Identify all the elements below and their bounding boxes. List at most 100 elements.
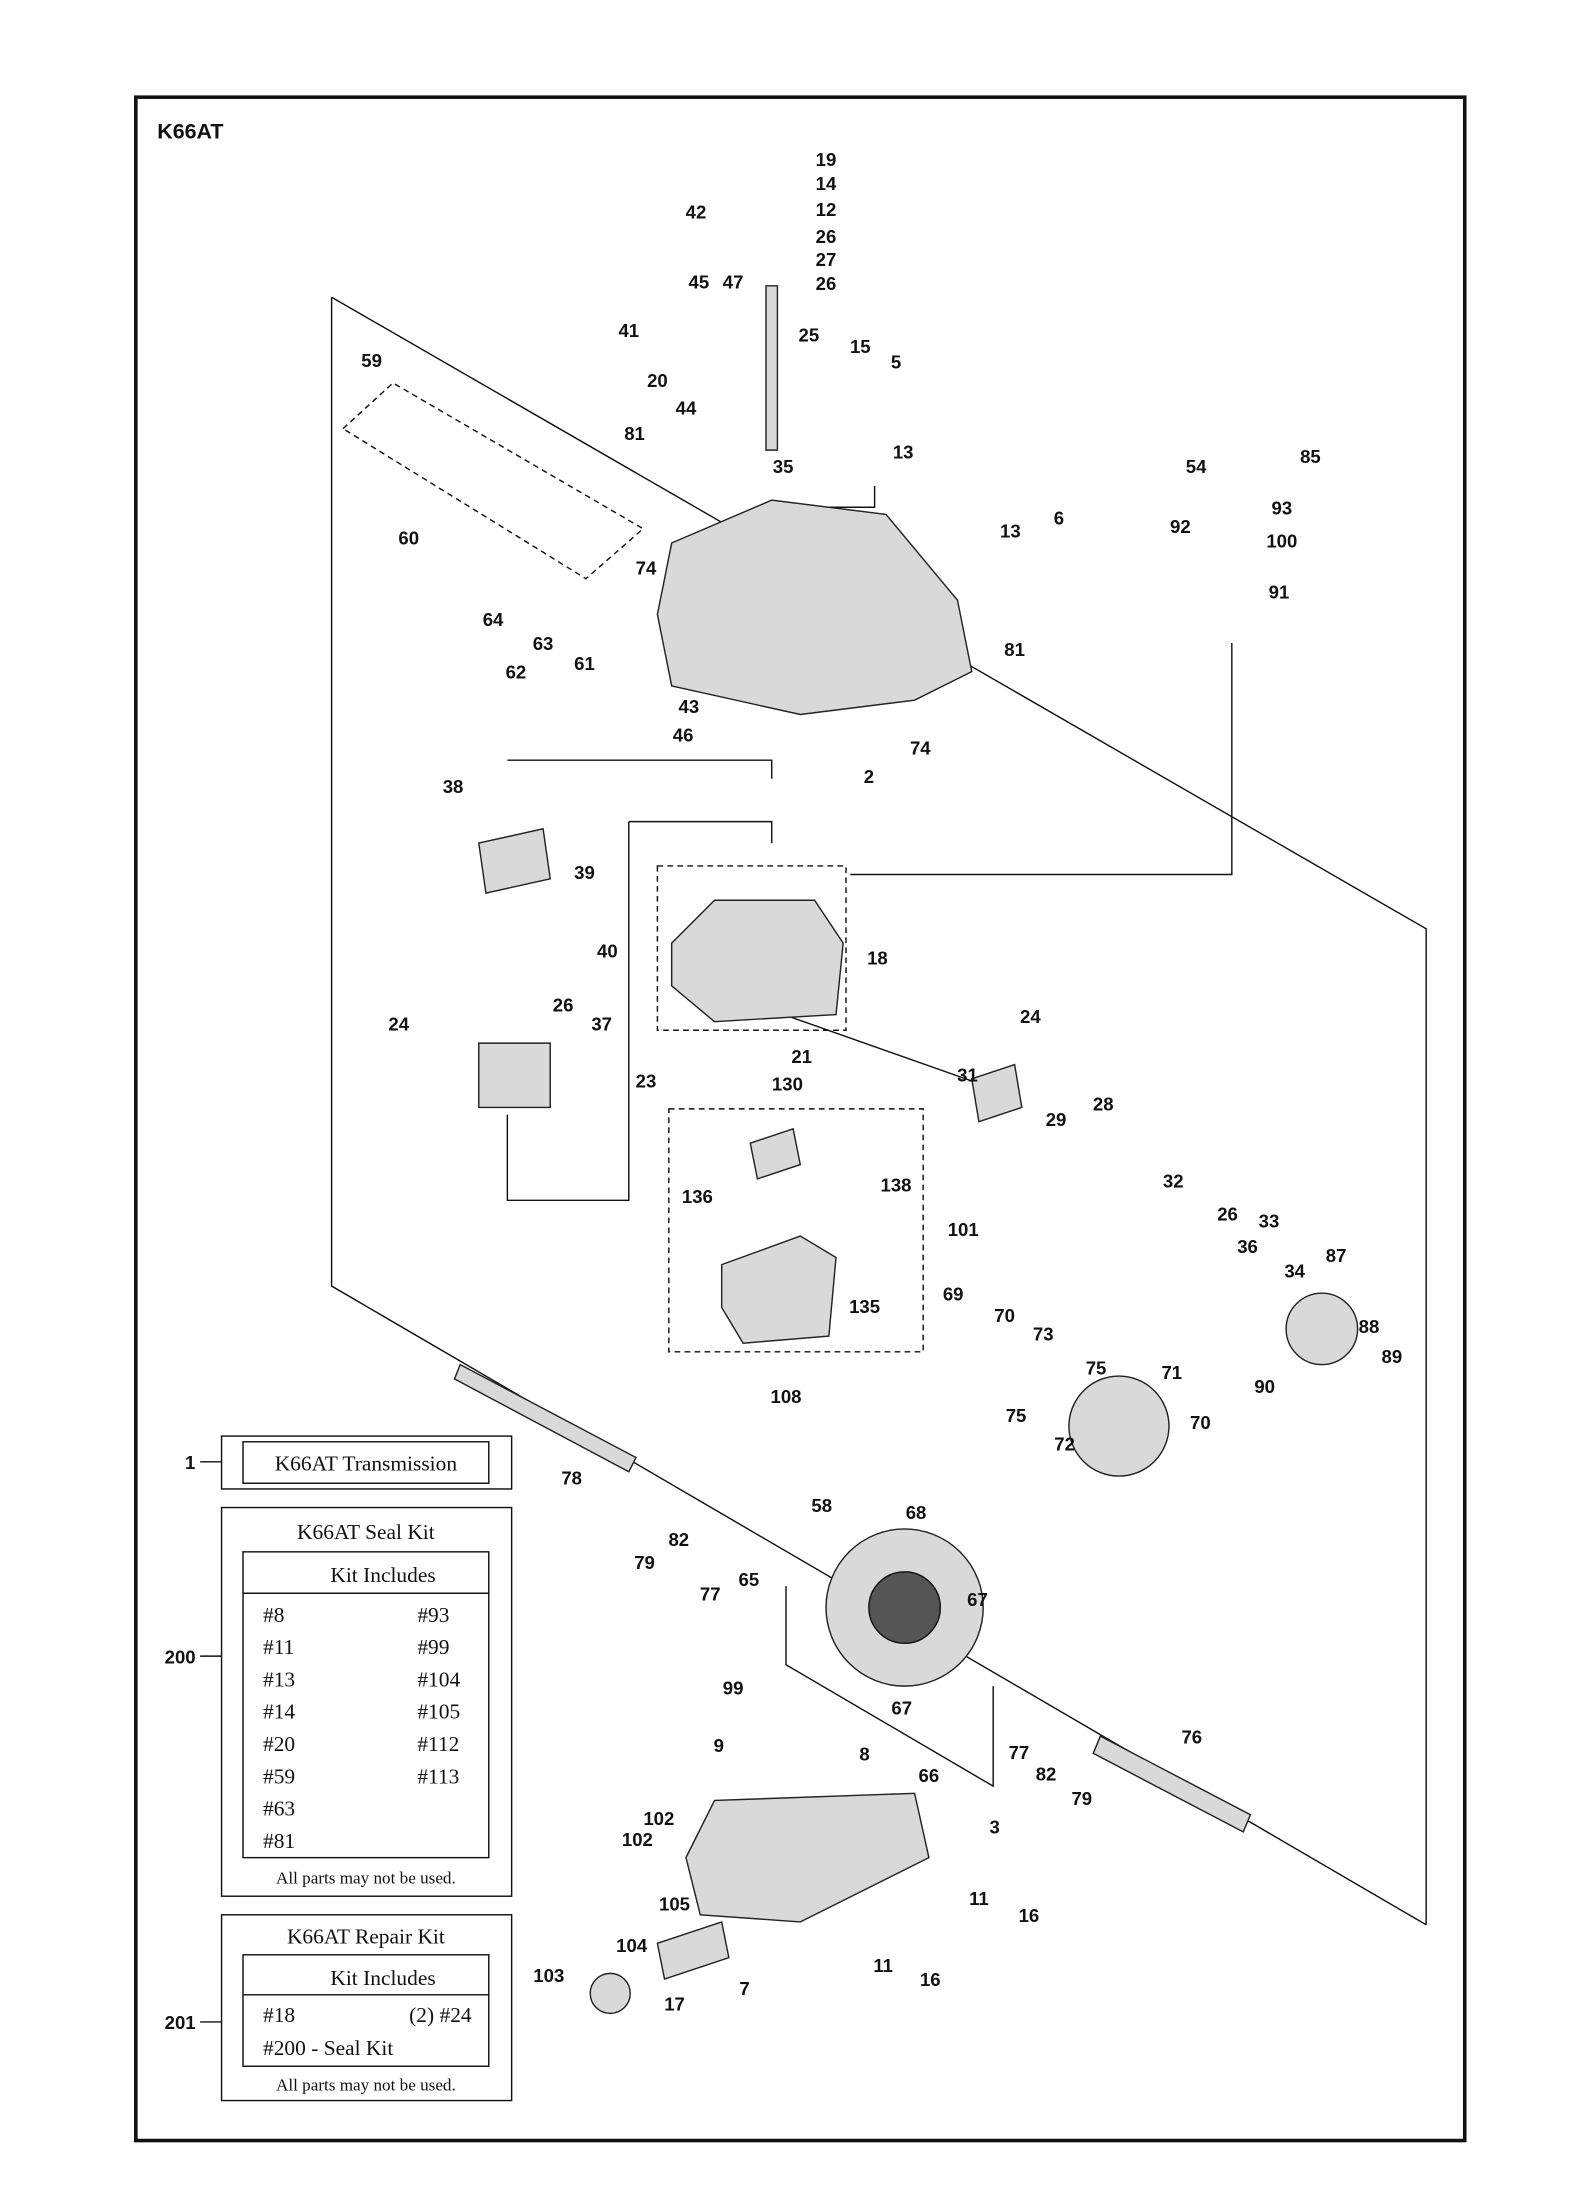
callout-label: 23	[636, 1070, 657, 1091]
repair-kit-note: All parts may not be used.	[276, 2076, 456, 2095]
callout-label: 38	[443, 776, 464, 797]
callout-label: 26	[816, 226, 837, 247]
diagram-title: K66AT	[157, 120, 223, 144]
seal-kit-item: #112	[417, 1732, 459, 1756]
lower-housing	[685, 1792, 930, 1923]
callout-label: 45	[689, 272, 710, 293]
callout-label: 70	[994, 1305, 1015, 1326]
callout-label: 5	[891, 352, 901, 373]
callout-label: 108	[771, 1386, 802, 1407]
callout-label: 91	[1269, 582, 1290, 603]
callout-label: 42	[686, 202, 707, 223]
repair-kit-box: K66AT Repair Kit Kit Includes #18 #200 -…	[200, 1914, 513, 2102]
callout-label: 13	[1000, 520, 1021, 541]
callout-label: 36	[1237, 1236, 1258, 1257]
callout-label: 67	[891, 1698, 912, 1719]
charge-pump	[749, 1127, 802, 1180]
callout-label: 34	[1284, 1260, 1305, 1281]
filter-cap	[589, 1972, 631, 2015]
callout-label: 87	[1326, 1245, 1347, 1266]
guide-lines	[330, 296, 1427, 1926]
seal-kit-item: #105	[417, 1700, 460, 1724]
callout-label: 77	[1009, 1742, 1030, 1763]
callout-label: 12	[816, 199, 837, 220]
callout-label: 100	[1266, 530, 1297, 551]
callout-label: 130	[772, 1073, 803, 1094]
seal-kit-item: #63	[263, 1797, 295, 1821]
callout-label: 88	[1359, 1316, 1380, 1337]
transmission-label: K66AT Transmission	[275, 1451, 458, 1475]
callout-label: 75	[1006, 1405, 1027, 1426]
repair-kit-item: #18	[263, 2003, 295, 2027]
callout-label: 79	[1071, 1788, 1092, 1809]
callout-label: 65	[739, 1569, 760, 1590]
callout-label: 93	[1272, 497, 1293, 518]
callout-label: 15	[850, 336, 871, 357]
callout-label: 81	[1004, 639, 1025, 660]
callout-label: 58	[811, 1495, 832, 1516]
brake-disc	[1285, 1292, 1359, 1366]
upper-housing	[656, 499, 973, 716]
callout-label: 103	[533, 1965, 564, 1986]
callout-label: 39	[574, 862, 595, 883]
input-shaft	[765, 285, 779, 451]
callout-label: 27	[816, 249, 837, 270]
filter	[656, 1920, 730, 1981]
callout-label: 79	[634, 1552, 655, 1573]
repair-kit-item: #200 - Seal Kit	[263, 2036, 393, 2060]
callout-label: 73	[1033, 1323, 1054, 1344]
seal-kit-item: #104	[417, 1667, 460, 1691]
callout-label: 13	[893, 442, 914, 463]
axle-right	[1092, 1735, 1252, 1833]
seal-kit-item: #59	[263, 1764, 295, 1788]
callout-label: 26	[816, 273, 837, 294]
callout-label: 71	[1161, 1362, 1182, 1383]
callout-label: 67	[967, 1589, 988, 1610]
callout-label: 69	[943, 1283, 964, 1304]
callout-label: 26	[553, 995, 574, 1016]
callout-label: 200	[165, 1646, 196, 1667]
callout-label: 138	[881, 1175, 912, 1196]
callout-label: 9	[714, 1735, 724, 1756]
repair-kit-title: K66AT Repair Kit	[287, 1924, 445, 1948]
callout-label: 31	[957, 1065, 978, 1086]
callout-label: 19	[816, 149, 837, 170]
callout-label: 136	[682, 1186, 713, 1207]
callout-label: 62	[506, 662, 527, 683]
callout-label: 70	[1190, 1412, 1211, 1433]
callout-label: 17	[664, 1994, 685, 2015]
callout-label: 101	[948, 1219, 979, 1240]
callout-label: 16	[1019, 1905, 1040, 1926]
callout-label: 41	[618, 320, 639, 341]
callout-label: 11	[969, 1888, 989, 1909]
callout-label: 135	[849, 1296, 880, 1317]
callout-label: 1	[185, 1452, 195, 1473]
seal-kit-title: K66AT Seal Kit	[297, 1520, 435, 1544]
callout-label: 66	[919, 1765, 940, 1786]
callout-label: 102	[643, 1808, 674, 1829]
seal-kit-note: All parts may not be used.	[276, 1868, 456, 1887]
callout-label: 44	[676, 397, 697, 418]
part-shapes	[453, 285, 1359, 2015]
seal-kit-item: #14	[263, 1700, 295, 1724]
callout-label: 61	[574, 653, 595, 674]
transmission-kit-box: K66AT Transmission	[200, 1435, 513, 1490]
seal-kit-item: #93	[417, 1603, 449, 1627]
callout-label: 26	[1217, 1203, 1238, 1224]
callout-label: 35	[773, 456, 794, 477]
callout-label: 47	[723, 272, 744, 293]
callout-label: 64	[483, 609, 504, 630]
callout-label: 28	[1093, 1093, 1114, 1114]
spur-gear	[1068, 1375, 1170, 1477]
callout-label: 21	[791, 1046, 812, 1067]
callout-label: 102	[622, 1829, 653, 1850]
frame	[134, 95, 1467, 2143]
callout-label: 99	[723, 1678, 744, 1699]
callout-label: 32	[1163, 1170, 1184, 1191]
seal-kit-item: #11	[263, 1635, 294, 1659]
callout-label: 20	[647, 370, 668, 391]
callout-label: 14	[816, 173, 837, 194]
callout-label: 92	[1170, 516, 1191, 537]
